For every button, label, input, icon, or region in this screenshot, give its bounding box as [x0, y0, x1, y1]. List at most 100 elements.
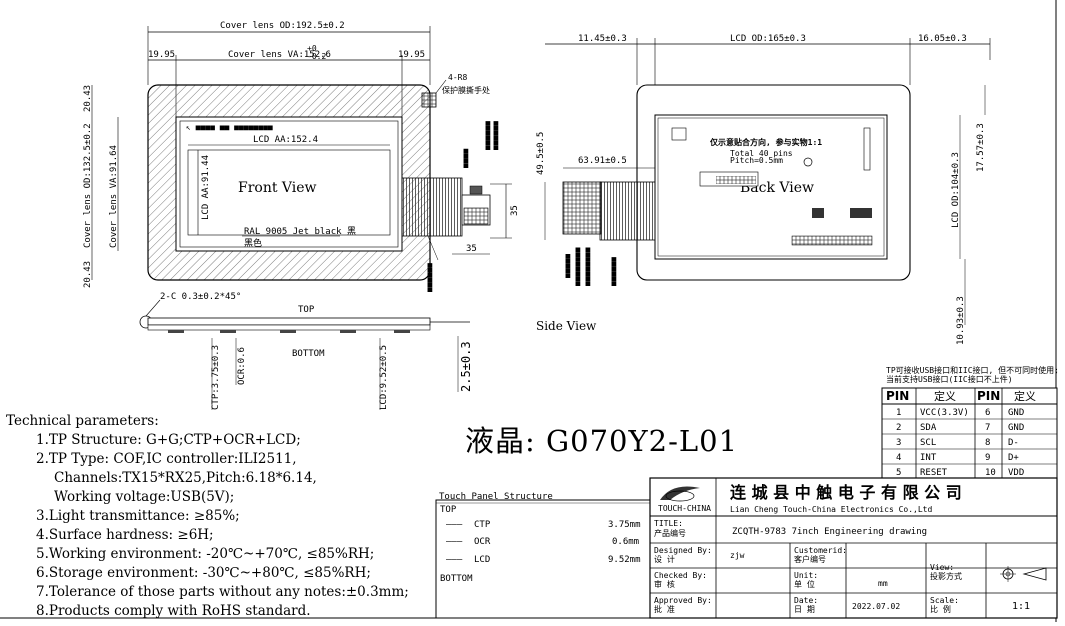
pin-cell: GND	[1008, 408, 1024, 418]
lcd-back	[654, 114, 888, 260]
title-block: TOUCH-CHINA 连 城 县 中 触 电 子 有 限 公 司 Lian C…	[649, 477, 1058, 619]
pin-note-2: 当前支持USB接口(IIC接口不上件)	[886, 374, 1013, 384]
svg-text:■■■■■■■■: ■■■■■■■■	[583, 247, 592, 286]
pin-note-1: TP可接收USB接口和IIC接口, 但不可同时使用;	[886, 365, 1059, 375]
side-profile-glass	[147, 317, 431, 326]
scale-label: Scale:	[930, 596, 959, 605]
fpc-back-stiffener	[562, 181, 602, 235]
pin-cell: 3	[896, 438, 901, 448]
film-tab	[421, 92, 437, 108]
chamfer-note: 2-C 0.3±0.2*45°	[160, 292, 241, 302]
ocr-thickness: OCR:0.6	[237, 347, 247, 385]
structure-value: 3.75mm	[608, 520, 641, 530]
svg-text:■■■■■: ■■■■■	[563, 254, 572, 278]
back-bottom-margin: 10.93±0.3	[956, 296, 966, 345]
cover-od-width: Cover lens OD:192.5±0.2	[220, 21, 345, 31]
margin-bottom: 20.43	[83, 261, 93, 288]
cover-va-width: Cover lens VA:152.6	[228, 50, 331, 60]
tech-item: Working voltage:USB(5V);	[54, 489, 235, 505]
unit-label: Unit:	[794, 571, 818, 580]
pin-cell: SDA	[920, 423, 937, 433]
side-dims: CTP:3.75±0.3 OCR:0.6 LCD:9.52±0.5 2.5±0.…	[211, 319, 597, 410]
tech-item: 8.Products comply with RoHS standard.	[36, 603, 311, 619]
tech-item: 3.Light transmittance: ≥85%;	[36, 508, 240, 524]
title-label: TITLE:	[654, 519, 683, 528]
structure-value: 0.6mm	[612, 537, 639, 547]
pin-cell: GND	[1008, 423, 1024, 433]
ink-note: RAL 9005 Jet black 黑	[244, 226, 356, 237]
lcd-aa-width: LCD AA:152.4	[253, 135, 318, 145]
pin-cell: 4	[896, 453, 901, 463]
lcd-aa-height: LCD AA:91.44	[201, 155, 211, 220]
customer-label-cn: 客户编号	[794, 554, 826, 564]
cover-od-height: Cover lens OD:132.5±0.2	[83, 123, 93, 248]
tech-heading: Technical parameters:	[6, 413, 159, 429]
projection-symbol-icon	[1000, 566, 1047, 582]
pin-cell: INT	[920, 453, 937, 463]
company-name-en: Lian Cheng Touch-China Electronics Co.,L…	[730, 505, 932, 514]
company-logo: TOUCH-CHINA	[658, 486, 711, 513]
va-tol-sub: -0.2	[307, 52, 326, 61]
structure-table: Touch Panel Structure TOP ——— CTP 3.75mm…	[435, 492, 651, 619]
scale-value: 1:1	[1012, 601, 1030, 612]
pin-header-1: PIN	[886, 389, 909, 403]
designer: zjw	[730, 551, 745, 560]
title-label-cn: 产品编号	[654, 528, 686, 538]
tech-item: 7.Tolerance of those parts without any n…	[36, 584, 409, 600]
svg-text:———: ———	[446, 537, 463, 547]
back-left-margin: 11.45±0.3	[578, 34, 627, 44]
structure-layer: LCD	[474, 555, 490, 565]
back-right-margin: 16.05±0.3	[918, 34, 967, 44]
approved-label-cn: 批 准	[654, 604, 675, 614]
pin-cell: VDD	[1008, 468, 1024, 478]
pin-header-2: 定义	[934, 389, 956, 403]
tech-item: 4.Surface hardness: ≥6H;	[36, 527, 214, 543]
total-thickness: 2.5±0.3	[459, 341, 473, 392]
designed-label-cn: 设 计	[654, 554, 675, 564]
svg-text:■■■■: ■■■■	[461, 149, 470, 168]
pin-header-3: PIN	[977, 389, 1000, 403]
svg-text:■■■■■■: ■■■■■■	[609, 257, 618, 286]
back-view: 11.45±0.3 LCD OD:165±0.3 16.05±0.3 仅示意贴合…	[536, 34, 991, 345]
svg-text:↖ ■■■■ ■■ ■■■■■■■■: ↖ ■■■■ ■■ ■■■■■■■■	[186, 123, 273, 132]
svg-text:———: ———	[446, 555, 463, 565]
structure-top: TOP	[440, 505, 457, 515]
svg-text:———: ———	[446, 520, 463, 530]
pin-cell: D+	[1008, 453, 1019, 463]
company-name-cn: 连 城 县 中 触 电 子 有 限 公 司	[730, 483, 962, 502]
pin-header-4: 定义	[1014, 389, 1036, 403]
bottom-label: BOTTOM	[292, 349, 325, 359]
pin-cell: 2	[896, 423, 901, 433]
back-top-margin: 17.57±0.3	[976, 123, 986, 172]
front-view-label: Front View	[238, 180, 317, 196]
pin-cell: 6	[985, 408, 990, 418]
tech-item: 1.TP Structure: G+G;CTP+OCR+LCD;	[36, 432, 301, 448]
svg-text:■■■■■■: ■■■■■■	[425, 263, 434, 292]
svg-text:Pitch=0.5mm: Pitch=0.5mm	[730, 156, 783, 165]
product-title: 液晶: G070Y2-L01	[465, 424, 739, 458]
va-tol-sup: +0	[307, 44, 317, 53]
view-label: View:	[930, 563, 954, 572]
pin-cell: 10	[985, 468, 996, 478]
pin-cell: RESET	[920, 468, 948, 478]
technical-parameters: Technical parameters: 1.TP Structure: G+…	[6, 412, 436, 621]
pin-cell: D-	[1008, 438, 1019, 448]
tech-item: Channels:TX15*RX25,Pitch:6.18*6.14,	[54, 470, 317, 486]
fpc-length: 49.5±0.5	[536, 132, 546, 175]
margin-left: 19.95	[148, 50, 175, 60]
ctp-thickness: CTP:3.75±0.3	[211, 345, 221, 410]
lcd-thickness: LCD:9.52±0.5	[379, 345, 389, 410]
ink-note-2: 黑色	[244, 237, 262, 249]
svg-text:■■■■■■■■: ■■■■■■■■	[573, 247, 582, 286]
svg-text:■■■■■■: ■■■■■■	[483, 121, 492, 150]
tech-item: 5.Working environment: -20℃~+70℃, ≤85%RH…	[36, 546, 375, 562]
film-label: 保护膜撕手处	[442, 85, 490, 95]
pin-table: TP可接收USB接口和IIC接口, 但不可同时使用; 当前支持USB接口(IIC…	[881, 365, 1059, 479]
pin-cell: 7	[985, 423, 990, 433]
tech-item: 6.Storage environment: -30℃~+80℃, ≤85%RH…	[36, 565, 371, 581]
date-label-cn: 日 期	[794, 605, 815, 614]
approved-label: Approved By:	[654, 596, 712, 605]
back-view-label: Back View	[740, 180, 814, 196]
